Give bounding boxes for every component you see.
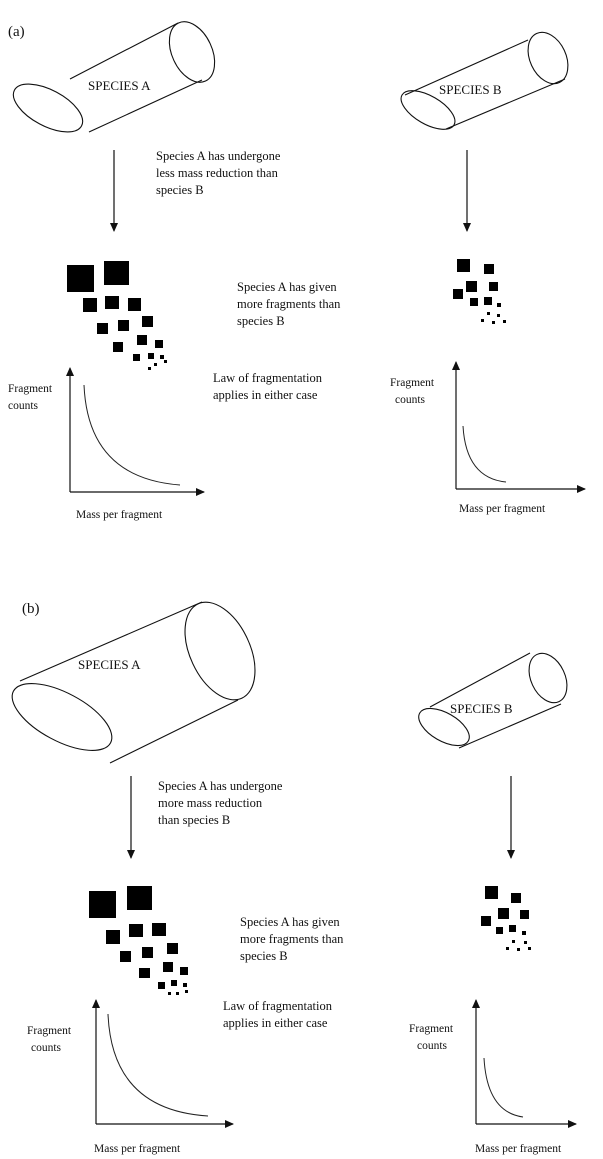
fragment xyxy=(137,335,147,345)
fragment xyxy=(517,948,520,951)
panel-a: (a) SPECIES A SPECIES B Species A has un… xyxy=(8,21,586,521)
fragment xyxy=(118,320,129,331)
fragment xyxy=(511,893,521,903)
panel-b: (b) SPECIES A SPECIES B Species A has un… xyxy=(11,601,577,1155)
fragment xyxy=(113,342,123,352)
panel-b-species-a-label: SPECIES A xyxy=(78,657,141,672)
fragment xyxy=(133,354,140,361)
panel-b-species-a-fragments xyxy=(89,886,188,995)
fragment xyxy=(105,296,119,309)
panel-b-species-b-label: SPECIES B xyxy=(450,701,513,716)
fragment xyxy=(497,314,500,317)
fragment xyxy=(453,289,463,299)
fragment xyxy=(163,962,173,972)
fragment xyxy=(106,930,120,944)
fragment xyxy=(481,319,484,322)
fragment xyxy=(466,281,477,292)
fragment xyxy=(142,316,153,327)
fragmentation-curve xyxy=(483,1057,524,1118)
fragment xyxy=(97,323,108,334)
fragment xyxy=(509,925,516,932)
fragment xyxy=(485,886,498,899)
panel-a-note-law: Law of fragmentation applies in either c… xyxy=(213,371,325,402)
fragment xyxy=(152,923,166,936)
fragment xyxy=(506,947,509,950)
fragment xyxy=(180,967,188,975)
y-axis-label: Fragment counts xyxy=(27,1025,74,1054)
fragmentation-curve xyxy=(462,425,507,483)
panel-a-species-a-cylinder: SPECIES A xyxy=(12,21,216,133)
fragment xyxy=(487,312,490,315)
fragment xyxy=(484,264,494,274)
fragment xyxy=(148,367,151,370)
fragment xyxy=(148,353,154,359)
panel-a-note-fragments: Species A has given more fragments than … xyxy=(237,280,344,328)
panel-a-species-a-label: SPECIES A xyxy=(88,78,151,93)
fragment xyxy=(492,321,495,324)
fragment xyxy=(167,943,178,954)
panel-a-species-b-plot: Fragment counts Mass per fragment xyxy=(390,361,586,515)
panel-a-species-b-label: SPECIES B xyxy=(439,82,502,97)
fragment xyxy=(528,947,531,950)
fragment xyxy=(457,259,470,272)
fragment xyxy=(524,941,527,944)
panel-b-species-a-cylinder: SPECIES A xyxy=(11,601,256,764)
panel-b-species-b-fragments xyxy=(481,886,531,951)
panel-b-species-a-plot: Fragment counts Mass per fragment xyxy=(27,999,234,1155)
fragment xyxy=(67,265,94,292)
fragment xyxy=(154,363,157,366)
panel-b-species-b-plot: Fragment counts Mass per fragment xyxy=(409,999,577,1155)
x-axis-label: Mass per fragment xyxy=(475,1143,562,1155)
panel-b-note-fragments: Species A has given more fragments than … xyxy=(240,915,347,963)
panel-a-note-arrow: Species A has undergone less mass reduct… xyxy=(156,149,284,197)
fragment xyxy=(160,355,164,359)
fragment xyxy=(158,982,165,989)
fragmentation-curve xyxy=(107,1013,209,1117)
fragment xyxy=(484,297,492,305)
panel-b-label: (b) xyxy=(22,601,40,617)
panel-a-species-b-cylinder: SPECIES B xyxy=(400,31,569,130)
y-axis-label: Fragment counts xyxy=(390,377,437,406)
fragment xyxy=(168,992,171,995)
panel-a-label: (a) xyxy=(8,24,25,40)
y-axis-label: Fragment counts xyxy=(409,1023,456,1052)
fragment xyxy=(120,951,131,962)
fragment xyxy=(496,927,503,934)
fragment xyxy=(83,298,97,312)
panel-b-note-arrow: Species A has undergone more mass reduct… xyxy=(158,779,286,827)
fragment xyxy=(470,298,478,306)
fragment xyxy=(129,924,143,937)
fragment xyxy=(155,340,163,348)
fragment xyxy=(522,931,526,935)
fragment xyxy=(520,910,529,919)
panel-b-species-b-cylinder: SPECIES B xyxy=(418,652,568,749)
fragment xyxy=(185,990,188,993)
x-axis-label: Mass per fragment xyxy=(459,503,546,515)
panel-a-species-a-plot: Fragment counts Mass per fragment xyxy=(8,367,205,521)
x-axis-label: Mass per fragment xyxy=(76,509,163,521)
fragmentation-curve xyxy=(83,384,181,486)
fragment xyxy=(139,968,150,978)
fragment xyxy=(489,282,498,291)
fragment xyxy=(176,992,179,995)
fragment xyxy=(127,886,152,910)
x-axis-label: Mass per fragment xyxy=(94,1143,181,1155)
fragment xyxy=(89,891,116,918)
fragment xyxy=(164,360,167,363)
panel-b-note-law: Law of fragmentation applies in either c… xyxy=(223,999,335,1030)
fragment xyxy=(512,940,515,943)
fragment xyxy=(183,983,187,987)
panel-a-species-b-fragments xyxy=(453,259,506,324)
fragment xyxy=(498,908,509,919)
y-axis-label: Fragment counts xyxy=(8,383,55,412)
fragment xyxy=(142,947,153,958)
fragment xyxy=(481,916,491,926)
fragment xyxy=(171,980,177,986)
fragment xyxy=(128,298,141,311)
fragment xyxy=(104,261,129,285)
panel-a-species-a-fragments xyxy=(67,261,167,370)
fragment xyxy=(503,320,506,323)
fragment xyxy=(497,303,501,307)
